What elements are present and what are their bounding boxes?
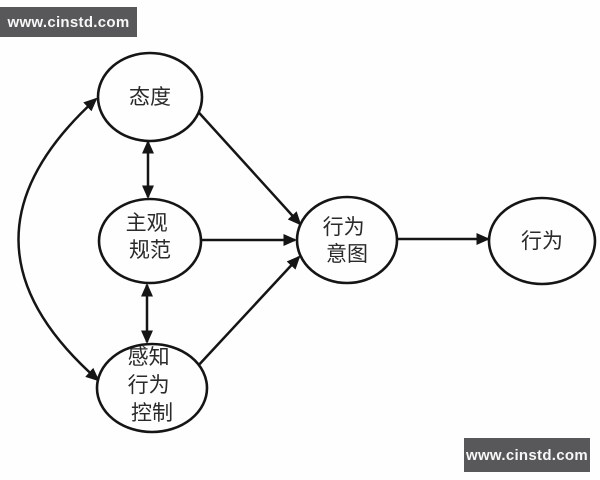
edge-attitude-control-arc bbox=[17, 97, 100, 382]
node-attitude bbox=[96, 51, 204, 143]
node-perceived-behavioral-control bbox=[95, 342, 209, 434]
node-attitude-label: 态度 bbox=[129, 85, 171, 109]
watermark-top-left: www.cinstd.com bbox=[0, 7, 137, 37]
edge-control-intention bbox=[195, 255, 301, 369]
node-subjective-norms bbox=[97, 197, 203, 285]
node-behavior-label: 行为 bbox=[521, 229, 563, 253]
node-behavior bbox=[487, 196, 597, 286]
edge-attitude-intention bbox=[191, 104, 302, 226]
node-subjective-norms-label: 主观 规范 bbox=[126, 211, 175, 262]
node-behavioral-intention bbox=[295, 195, 399, 285]
node-perceived-behavioral-control-label: 感知 行为 控制 bbox=[128, 345, 177, 425]
watermark-bottom-right: www.cinstd.com bbox=[464, 438, 590, 472]
node-behavioral-intention-label: 行为 意图 bbox=[323, 215, 372, 266]
